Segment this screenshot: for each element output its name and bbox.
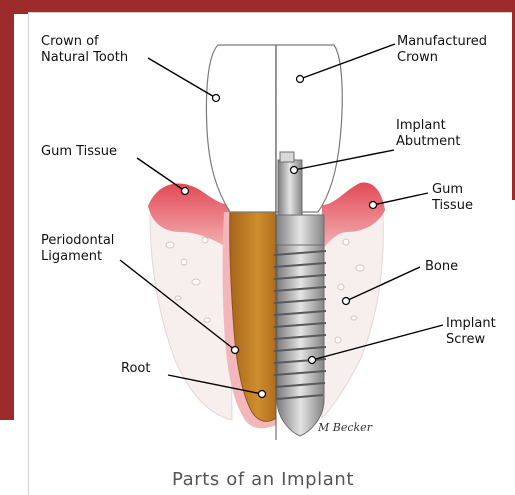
- label-implant-abutment: Implant Abutment: [396, 118, 460, 150]
- label-crown-natural-tooth: Crown of Natural Tooth: [41, 34, 128, 66]
- label-implant-screw: Implant Screw: [446, 316, 496, 348]
- abutment-collar: [276, 215, 324, 245]
- implant-screw: [277, 245, 324, 436]
- abutment-cap: [280, 152, 294, 162]
- label-periodontal-ligament: Periodontal Ligament: [41, 233, 114, 265]
- label-manufactured-crown: Manufactured Crown: [397, 34, 487, 66]
- label-gum-tissue-right: Gum Tissue: [432, 182, 473, 214]
- label-bone: Bone: [425, 259, 458, 275]
- artist-signature: M Becker: [318, 421, 372, 434]
- label-root: Root: [121, 361, 150, 377]
- natural-crown: [206, 45, 276, 212]
- label-gum-tissue-left: Gum Tissue: [41, 144, 117, 160]
- diagram-title: Parts of an Implant: [172, 469, 354, 490]
